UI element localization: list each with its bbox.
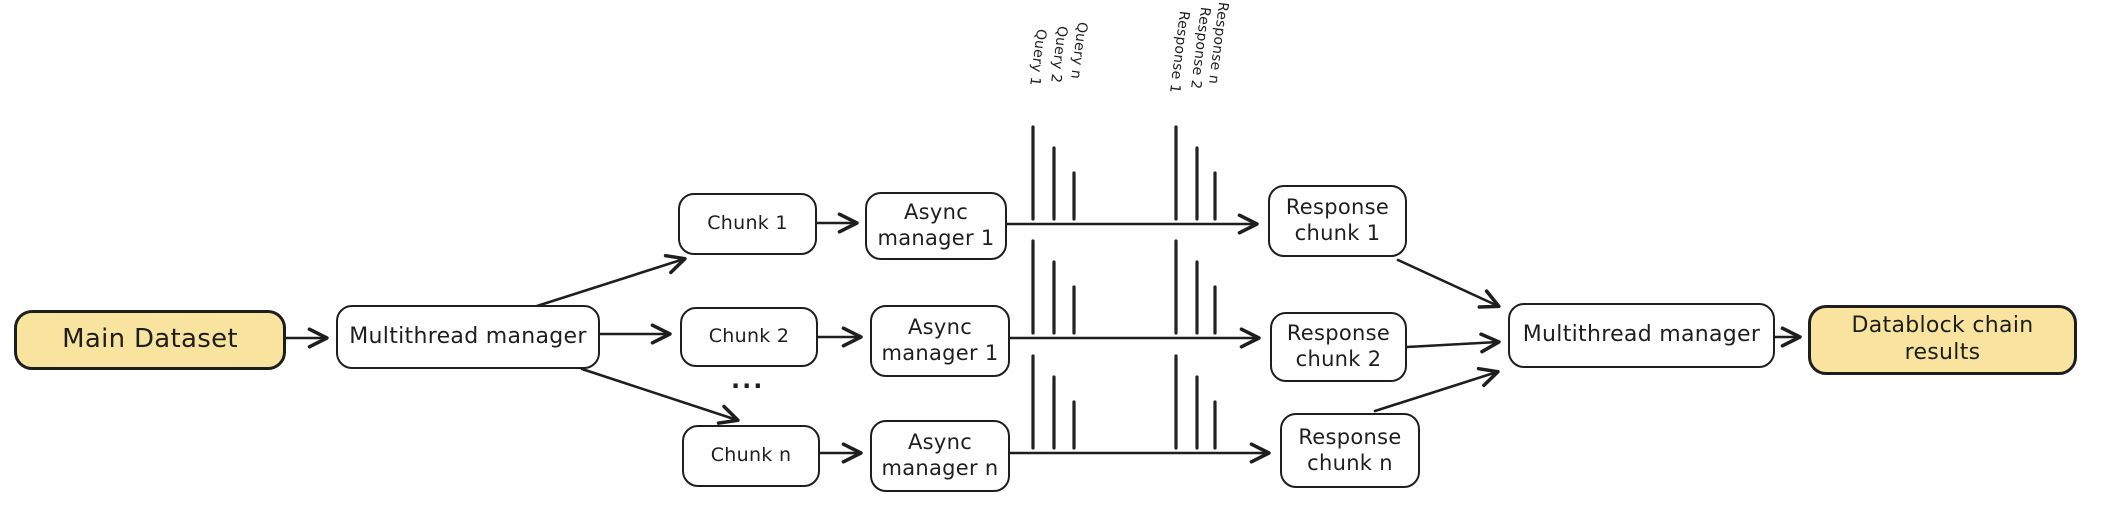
node-async-manager-n-label: Async manager n <box>881 430 999 480</box>
node-async-manager-2: Async manager 1 <box>870 305 1010 377</box>
node-multithread-manager-right-label: Multithread manager <box>1522 322 1761 348</box>
edge-respn-to-mtr <box>1373 366 1500 413</box>
node-chunk-1: Chunk 1 <box>678 193 817 255</box>
node-multithread-manager-left: Multithread manager <box>336 305 600 369</box>
node-async-manager-n: Async manager n <box>870 420 1010 492</box>
node-datablock-chain-results: Datablock chain results <box>1808 305 2077 375</box>
node-multithread-manager-right: Multithread manager <box>1508 303 1775 368</box>
node-async-manager-1-label: Async manager 1 <box>877 200 995 250</box>
node-chunk-n-label: Chunk n <box>710 444 792 467</box>
node-async-manager-1: Async manager 1 <box>865 192 1007 260</box>
node-async-manager-2-label: Async manager 1 <box>881 315 999 365</box>
node-response-chunk-n-label: Response chunk n <box>1298 424 1402 475</box>
node-chunk-1-label: Chunk 1 <box>707 212 788 235</box>
node-multithread-manager-left-label: Multithread manager <box>349 323 587 349</box>
chunks-ellipsis: ... <box>731 366 765 394</box>
edge-resp2-to-mtr <box>1405 332 1501 354</box>
edge-mtl-to-chunk1 <box>535 253 687 308</box>
node-response-chunk-2: Response chunk 2 <box>1270 312 1407 382</box>
node-chunk-2-label: Chunk 2 <box>708 325 790 348</box>
node-response-chunk-1: Response chunk 1 <box>1268 185 1407 257</box>
edge-resp1-to-mtr <box>1396 258 1501 309</box>
node-chunk-2: Chunk 2 <box>680 307 818 367</box>
node-chunk-n: Chunk n <box>682 425 820 487</box>
node-response-chunk-n: Response chunk n <box>1280 413 1420 488</box>
node-response-chunk-1-label: Response chunk 1 <box>1285 195 1390 245</box>
node-main-dataset-label: Main Dataset <box>62 324 238 355</box>
node-response-chunk-2-label: Response chunk 2 <box>1286 321 1391 371</box>
node-main-dataset: Main Dataset <box>14 310 286 370</box>
edge-mtl-to-chunkn <box>580 367 740 425</box>
node-datablock-chain-results-label: Datablock chain results <box>1851 313 2034 365</box>
